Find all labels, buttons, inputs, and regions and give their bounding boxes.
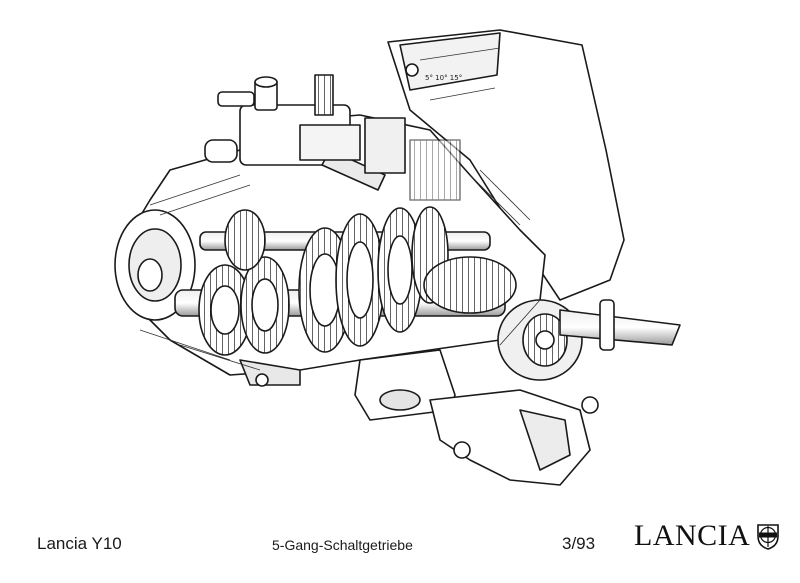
gear-cluster — [198, 206, 517, 356]
brand-wordmark: LANCIA — [634, 519, 751, 552]
caption-issue-date: 3/93 — [562, 534, 596, 553]
output-shaft — [559, 309, 681, 346]
gearbox-cutaway-illustration: 5° 10° 15° — [114, 29, 681, 486]
svg-text:5° 10° 15°: 5° 10° 15° — [425, 74, 462, 82]
brand-logo: LANCIA — [634, 521, 780, 551]
lancia-shield-icon — [757, 524, 780, 550]
caption-model: Lancia Y10 — [37, 534, 122, 553]
caption-description: 5-Gang-Schaltgetriebe — [272, 537, 413, 553]
